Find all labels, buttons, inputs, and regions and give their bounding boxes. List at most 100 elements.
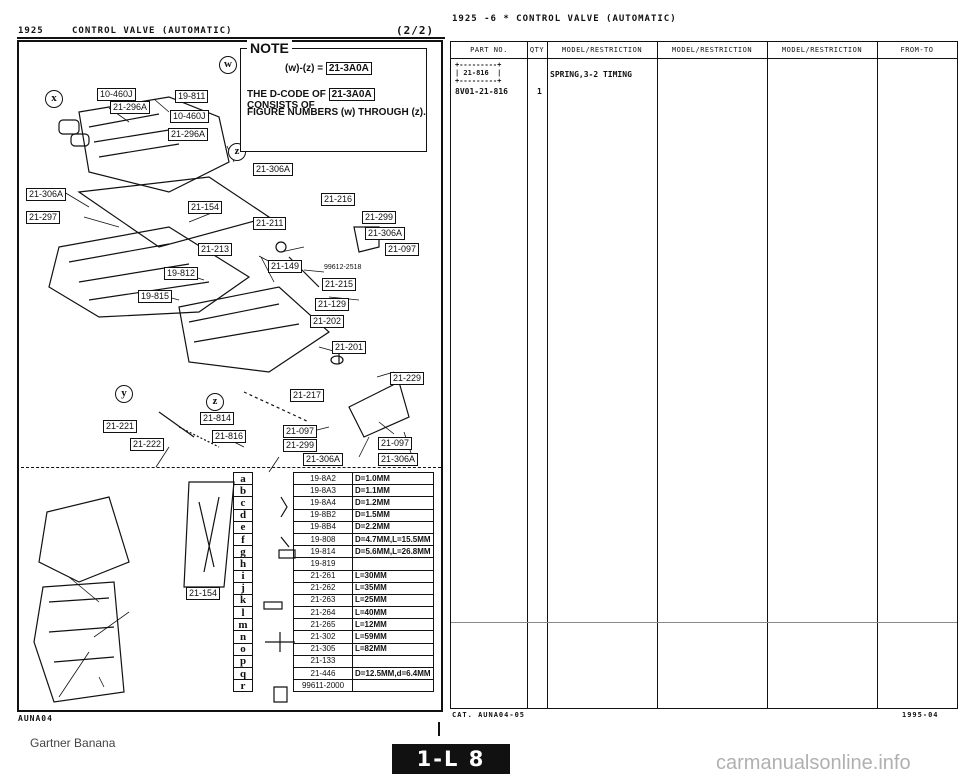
note-ref: w	[288, 63, 297, 74]
binding-mark	[438, 722, 440, 736]
spec-picture	[252, 533, 294, 546]
diagram-label: 21-129	[315, 298, 350, 311]
spec-key: a	[233, 471, 253, 486]
diagram-label: 21-097	[378, 437, 413, 450]
part-description: SPRING,3-2 TIMING	[550, 70, 632, 79]
diagram-label: 21-154	[188, 201, 223, 214]
spec-picture	[252, 496, 294, 510]
spec-picture	[252, 582, 294, 595]
spec-picture	[252, 630, 294, 644]
col-divider	[547, 42, 548, 708]
diagram-label: 21-296A	[110, 101, 151, 114]
spec-size: L=59MM	[352, 630, 434, 644]
diagram-label: 21-814	[200, 412, 235, 425]
spec-picture	[252, 655, 294, 668]
diagram-label: 21-306A	[26, 188, 67, 201]
spec-size: D=1.5MM	[352, 508, 434, 522]
part-box: +---------+ | 21-816 | +---------+	[455, 61, 502, 85]
spec-row: r 99611-2000	[233, 679, 434, 693]
spec-size: L=30MM	[352, 569, 434, 583]
spec-part-number: 21-264	[293, 606, 353, 620]
diagram-label: 21-217	[290, 389, 325, 402]
diagram-label: 21-229	[390, 372, 425, 385]
note-line-2: THE D-CODE OF 21-3A0A CONSISTS OF	[247, 88, 426, 111]
diagram-label: 21-306A	[303, 453, 344, 466]
spec-picture	[252, 472, 294, 485]
diagram-label: 10-460J	[170, 110, 209, 123]
spec-key: o	[233, 642, 253, 656]
spec-key: b	[233, 484, 253, 498]
note-text: THROUGH	[358, 107, 409, 118]
spec-picture	[252, 509, 294, 522]
spec-part-number: 21-133	[293, 654, 353, 669]
diagram-label: 21-221	[103, 420, 138, 433]
spec-part-number: 21-446	[293, 666, 353, 681]
spec-key: g	[233, 545, 253, 559]
spec-size: L=25MM	[352, 593, 434, 608]
right-footer-catalog: CAT. AUNA04-05	[452, 711, 526, 719]
diagram-label: 21-297	[26, 211, 61, 224]
row-rule	[451, 622, 957, 623]
spec-key: r	[233, 679, 253, 693]
diagram-label: 19-811	[175, 90, 209, 103]
spec-key: i	[233, 569, 253, 583]
note-text: .	[423, 107, 426, 118]
diagram-label: 19-812	[164, 267, 199, 280]
note-code: 21-3A0A	[328, 88, 375, 101]
note-box: NOTE (w)-(z) = 21-3A0A THE D-CODE OF 21-…	[240, 40, 427, 152]
diagram-label: 21-215	[322, 278, 357, 291]
spec-part-number: 19-808	[293, 532, 353, 547]
spec-picture	[252, 521, 294, 534]
left-page-sheet: (2/2)	[396, 24, 435, 37]
note-text: FIGURE NUMBERS	[247, 107, 339, 118]
part-number-text: 99612-2518	[324, 264, 362, 271]
note-title: NOTE	[247, 40, 292, 56]
diagram-label: 21-213	[198, 243, 233, 256]
spec-size	[352, 557, 434, 571]
spec-part-number: 99611-2000	[293, 679, 353, 693]
spec-size: D=12.5MM,d=6.4MM	[352, 666, 434, 681]
spec-part-number: 21-305	[293, 642, 353, 656]
diagram-label: 21-299	[283, 439, 318, 452]
col-divider	[767, 42, 768, 708]
diagram-label: 21-154	[186, 587, 221, 600]
spec-size: D=1.0MM	[352, 471, 434, 486]
spec-picture	[252, 667, 294, 680]
spec-part-number: 19-8A3	[293, 484, 353, 498]
ref-circle: y	[115, 385, 133, 403]
note-ref: z	[414, 107, 420, 118]
parts-table: PART NO. QTY MODEL/RESTRICTION MODEL/RES…	[450, 41, 958, 709]
spec-key: e	[233, 520, 253, 534]
spec-key: q	[233, 666, 253, 681]
page-badge: 1-L 8	[392, 744, 510, 774]
diagram-label: 21-306A	[378, 453, 419, 466]
left-page-number: 1925	[18, 26, 44, 36]
note-text: CONSISTS OF	[247, 100, 315, 111]
spec-key: c	[233, 496, 253, 510]
spec-size: D=5.6MM,L=26.8MM	[352, 545, 434, 559]
watermark-right: carmanualsonline.info	[716, 752, 911, 774]
right-page-title: 1925 -6 * CONTROL VALVE (AUTOMATIC)	[452, 14, 677, 24]
spec-picture	[252, 618, 294, 631]
spec-size: L=40MM	[352, 606, 434, 620]
spec-part-number: 19-8B2	[293, 508, 353, 522]
diagram-label: 21-299	[362, 211, 397, 224]
col-header-part-no: PART NO.	[451, 42, 527, 59]
ref-circle: w	[219, 56, 237, 74]
spec-key: f	[233, 532, 253, 547]
note-line-1: (w)-(z) = 21-3A0A	[285, 62, 372, 75]
spec-picture	[252, 643, 294, 656]
spec-part-number: 21-262	[293, 581, 353, 595]
diagram-label: 21-306A	[253, 163, 294, 176]
spec-part-number: 19-8A4	[293, 496, 353, 510]
